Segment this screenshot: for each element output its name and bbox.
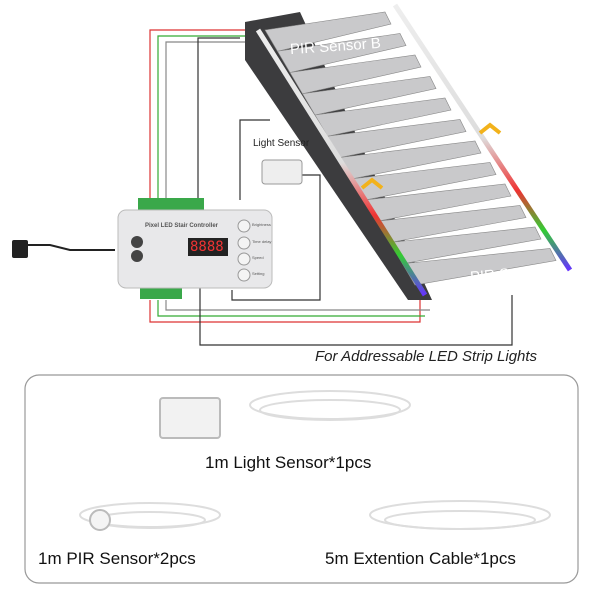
stair-step [289,54,422,95]
pir-sensor-image [89,509,111,531]
item-light-sensor: 1m Light Sensor*1pcs [205,453,372,472]
staircase [245,3,573,300]
wires [20,29,513,346]
controller-title: Pixel LED Stair Controller [145,223,219,229]
caption: For Addressable LED Strip Lights [315,348,538,365]
button-brightness: Brightness [252,222,271,227]
terminal-top [138,198,204,212]
stair-step [302,76,437,116]
stair-step [402,248,557,286]
light-sensor-image [159,397,221,439]
package-box [24,374,579,584]
cable-images [79,390,551,531]
light-sensor-label: Light Sensor [253,138,310,149]
led-strip-right [392,3,573,272]
stair-step [277,33,407,73]
button-setting: Setting [252,271,265,276]
direction-arrow-icon [360,177,384,190]
stair-step [264,11,392,52]
controller-box [117,198,273,299]
power-adapter-icon [12,240,28,258]
button-time-delay: Time delay [252,239,272,244]
item-pir-sensor: 1m PIR Sensor*2pcs [38,549,196,568]
display [188,238,228,256]
direction-arrow-icon [478,122,502,135]
item-extension-cable: 5m Extention Cable*1pcs [325,549,516,568]
button-speed: Speed [252,255,264,260]
controller-display: 8888 [190,239,224,255]
light-sensor-device [261,159,303,185]
led-strip-left [255,28,428,297]
